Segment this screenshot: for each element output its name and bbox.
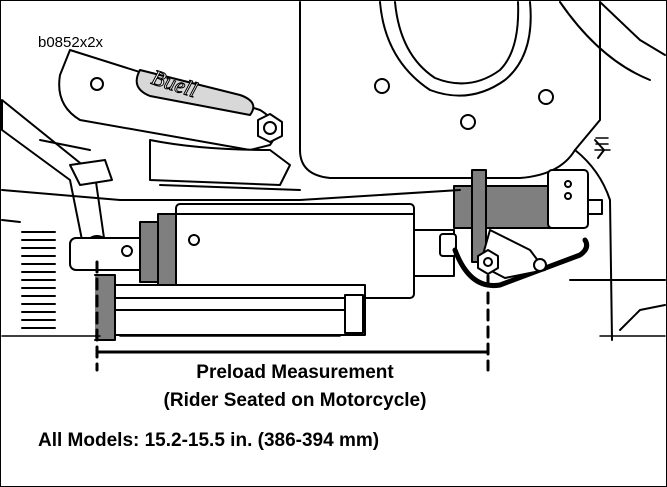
frame-casting — [299, 1, 666, 341]
figure-id: b0852x2x — [38, 34, 104, 51]
preload-dimension-line — [95, 260, 490, 372]
swingarm-link: Buell — [58, 49, 283, 151]
background-lines — [1, 189, 666, 337]
reservoir-assembly — [452, 137, 611, 289]
shock-absorber — [69, 203, 457, 336]
caption-title: Preload Measurement — [196, 362, 394, 383]
caption-subtitle: (Rider Seated on Motorcycle) — [163, 390, 427, 411]
specification-text: All Models: 15.2-15.5 in. (386-394 mm) — [38, 430, 380, 451]
